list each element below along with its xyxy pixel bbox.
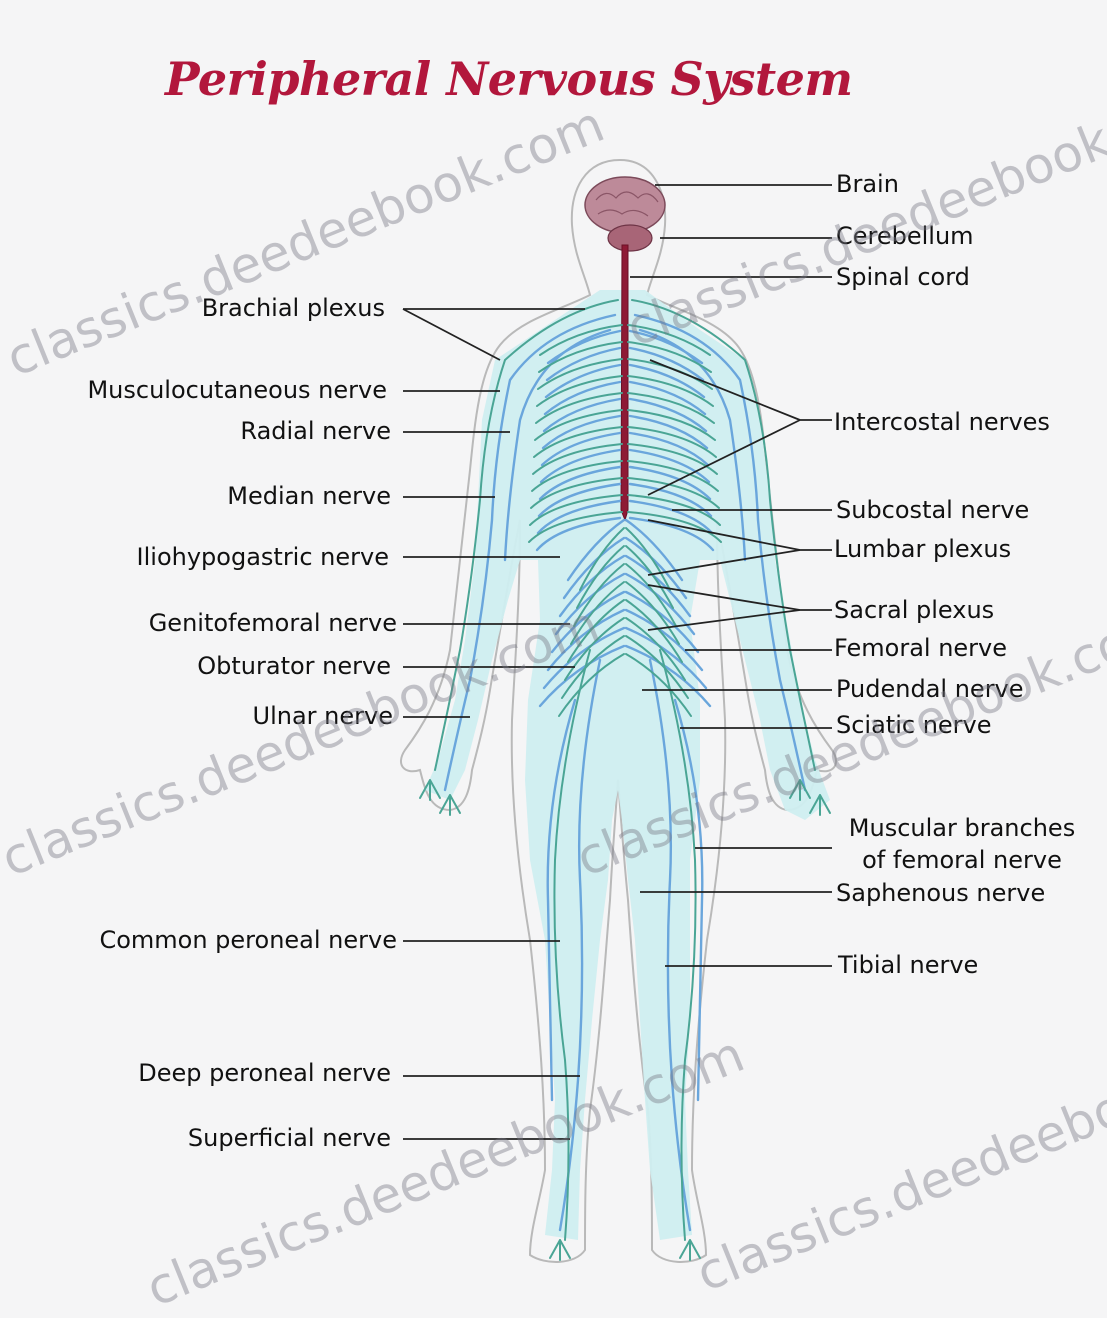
label-lumbar-plexus: Lumbar plexus bbox=[834, 535, 1011, 563]
label-subcostal-nerve: Subcostal nerve bbox=[836, 496, 1029, 524]
label-muscular-branches-line2: of femoral nerve bbox=[830, 844, 1094, 876]
label-brachial-plexus: Brachial plexus bbox=[202, 294, 385, 322]
label-common-peroneal-nerve: Common peroneal nerve bbox=[99, 926, 397, 954]
label-radial-nerve: Radial nerve bbox=[240, 417, 391, 445]
label-femoral-nerve: Femoral nerve bbox=[834, 634, 1007, 662]
label-pudendal-nerve: Pudendal nerve bbox=[836, 675, 1024, 703]
label-deep-peroneal-nerve: Deep peroneal nerve bbox=[138, 1059, 391, 1087]
label-median-nerve: Median nerve bbox=[227, 482, 391, 510]
label-brain: Brain bbox=[836, 170, 899, 198]
diagram-title: Peripheral Nervous System bbox=[165, 52, 853, 106]
label-musculocutaneous-nerve: Musculocutaneous nerve bbox=[87, 376, 387, 404]
label-muscular-branches: Muscular branches of femoral nerve bbox=[830, 812, 1094, 876]
label-ulnar-nerve: Ulnar nerve bbox=[253, 702, 393, 730]
extremity-twig bbox=[550, 1240, 570, 1260]
label-sciatic-nerve: Sciatic nerve bbox=[836, 711, 992, 739]
label-obturator-nerve: Obturator nerve bbox=[197, 652, 391, 680]
label-cerebellum: Cerebellum bbox=[836, 222, 974, 250]
label-sacral-plexus: Sacral plexus bbox=[834, 596, 994, 624]
extremity-twig bbox=[680, 1240, 700, 1260]
label-saphenous-nerve: Saphenous nerve bbox=[836, 879, 1045, 907]
label-genitofemoral-nerve: Genitofemoral nerve bbox=[149, 609, 397, 637]
label-intercostal-nerves: Intercostal nerves bbox=[834, 408, 1050, 436]
label-tibial-nerve: Tibial nerve bbox=[838, 951, 978, 979]
label-spinal-cord: Spinal cord bbox=[836, 263, 970, 291]
extremity-twig bbox=[440, 795, 460, 815]
label-superficial-nerve: Superficial nerve bbox=[188, 1124, 391, 1152]
label-iliohypogastric-nerve: Iliohypogastric nerve bbox=[137, 543, 389, 571]
cerebellum-shape bbox=[608, 225, 652, 251]
label-muscular-branches-line1: Muscular branches bbox=[830, 812, 1094, 844]
brain-shape bbox=[585, 177, 665, 251]
